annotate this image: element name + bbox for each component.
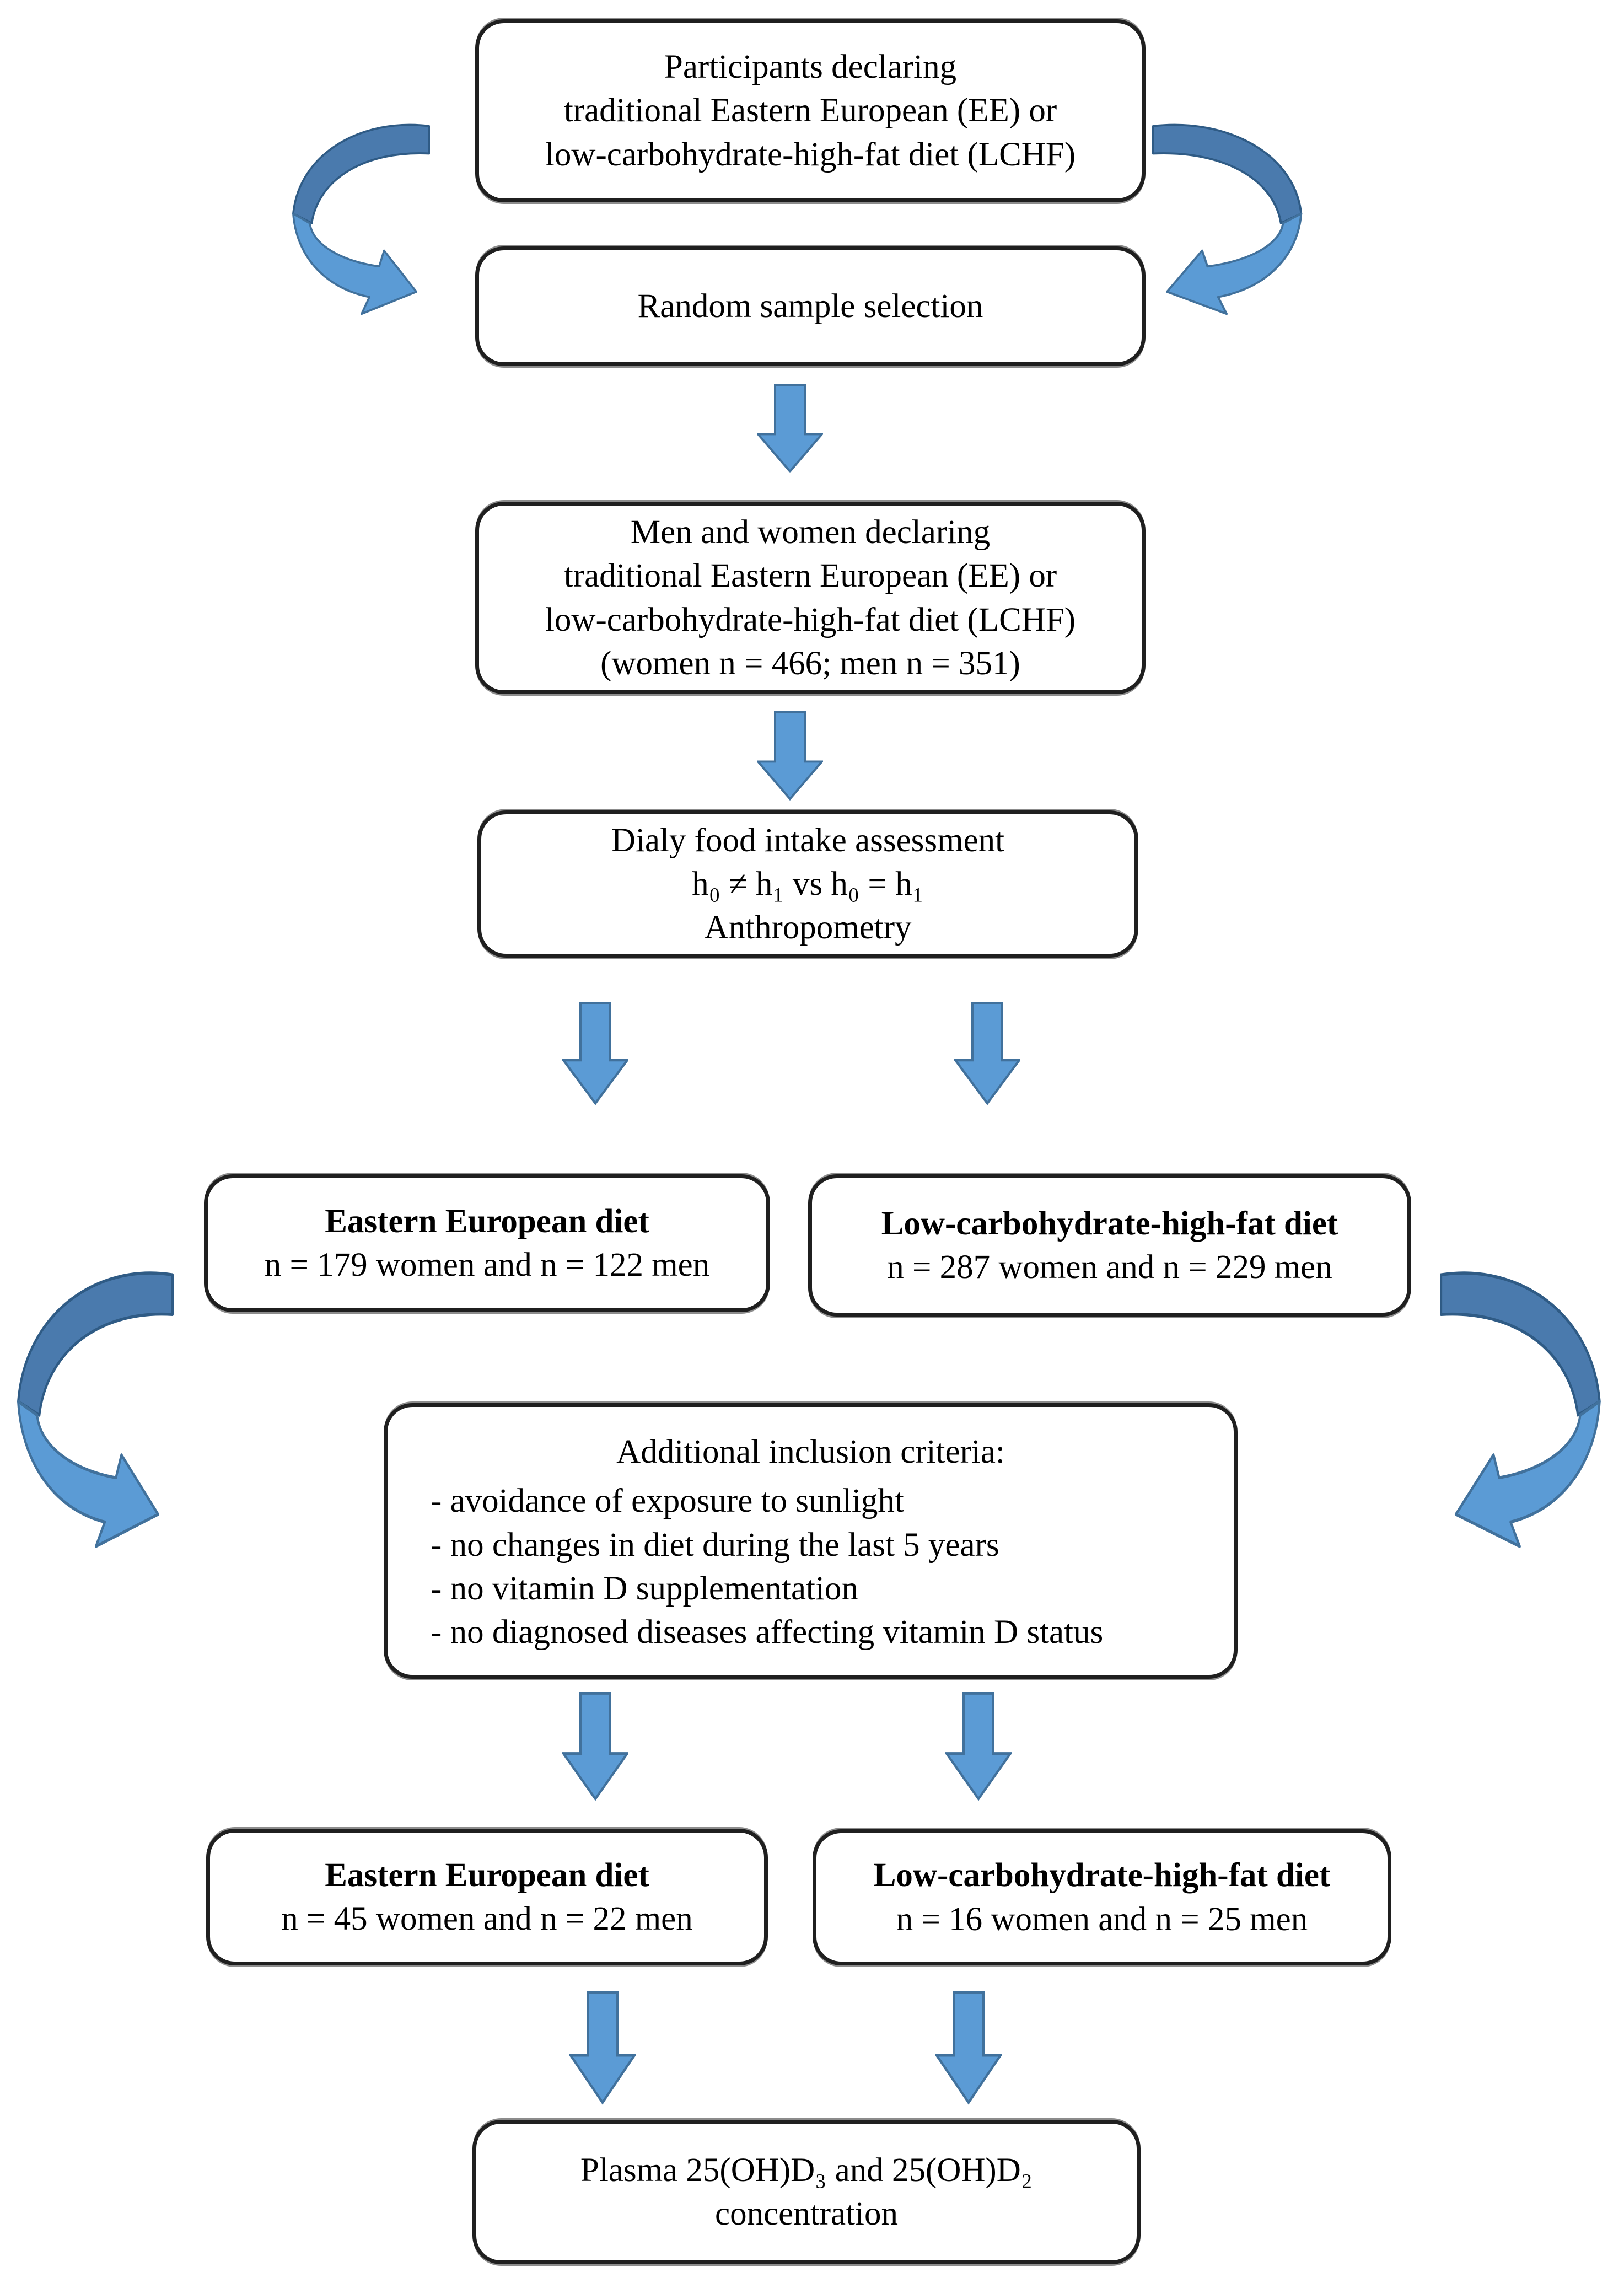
eastern-european-diet-box-1: Eastern European diet n = 179 women and … (204, 1174, 770, 1312)
curved-arrow-left-top-icon (288, 123, 430, 318)
plasma-concentration-box: Plasma 25(OH)D₃ and 25(OH)D₂ concentrati… (472, 2120, 1141, 2264)
random-sample-box: Random sample selection (475, 246, 1146, 366)
diet-box-title: Low-carbohydrate-high-fat diet (873, 1857, 1331, 1894)
diet-box-counts: n = 287 women and n = 229 men (887, 1249, 1332, 1286)
criteria-item: - no diagnosed diseases affecting vitami… (431, 1614, 1104, 1651)
declaring-line: traditional Eastern European (EE) or (563, 557, 1057, 595)
plasma-line: Plasma 25(OH)D₃ and 25(OH)D₂ (580, 2151, 1033, 2189)
curved-arrow-right-middle-icon (1440, 1270, 1605, 1553)
participants-line: traditional Eastern European (EE) or (563, 92, 1057, 130)
diet-box-title: Eastern European diet (325, 1856, 649, 1894)
down-arrow-icon (562, 1692, 628, 1802)
down-arrow-icon (757, 384, 823, 474)
criteria-list: - avoidance of exposure to sunlight - no… (404, 1479, 1217, 1654)
declaring-line: Men and women declaring (630, 513, 991, 551)
eastern-european-diet-box-2: Eastern European diet n = 45 women and n… (206, 1829, 768, 1965)
men-women-declaring-box: Men and women declaring traditional East… (475, 502, 1146, 694)
plasma-line: concentration (715, 2195, 898, 2232)
declaring-line: (women n = 466; men n = 351) (600, 644, 1020, 682)
down-arrow-icon (562, 1002, 628, 1106)
assessment-line: Anthropometry (704, 909, 912, 947)
participants-box: Participants declaring traditional Easte… (475, 19, 1146, 202)
down-arrow-icon (757, 711, 823, 802)
curved-arrow-right-top-icon (1152, 123, 1306, 318)
assessment-line: Dialy food intake assessment (611, 821, 1005, 859)
criteria-item: - avoidance of exposure to sunlight (431, 1482, 904, 1520)
inclusion-criteria-box: Additional inclusion criteria: - avoidan… (384, 1403, 1238, 1679)
diet-box-counts: n = 45 women and n = 22 men (281, 1900, 693, 1937)
diet-box-title: Low-carbohydrate-high-fat diet (881, 1205, 1338, 1242)
criteria-item: - no vitamin D supplementation (431, 1570, 858, 1607)
diet-box-counts: n = 179 women and n = 122 men (264, 1247, 710, 1283)
diet-box-title: Eastern European diet (325, 1202, 649, 1240)
assessment-hypothesis-line: h₀ ≠ h₁ vs h₀ = h₁ (692, 865, 924, 903)
declaring-line: low-carbohydrate-high-fat diet (LCHF) (545, 601, 1076, 638)
criteria-item: - no changes in diet during the last 5 y… (431, 1526, 999, 1564)
criteria-title: Additional inclusion criteria: (616, 1433, 1005, 1470)
food-intake-assessment-box: Dialy food intake assessment h₀ ≠ h₁ vs … (477, 810, 1138, 958)
down-arrow-icon (569, 1991, 636, 2106)
random-sample-label: Random sample selection (637, 287, 983, 325)
curved-arrow-left-middle-icon (13, 1270, 174, 1553)
participants-line: low-carbohydrate-high-fat diet (LCHF) (545, 136, 1076, 173)
lchf-diet-box-2: Low-carbohydrate-high-fat diet n = 16 wo… (813, 1829, 1391, 1965)
down-arrow-icon (935, 1991, 1002, 2106)
diet-box-counts: n = 16 women and n = 25 men (896, 1900, 1308, 1938)
participants-line: Participants declaring (664, 49, 957, 86)
down-arrow-icon (945, 1692, 1012, 1802)
lchf-diet-box-1: Low-carbohydrate-high-fat diet n = 287 w… (808, 1174, 1411, 1317)
down-arrow-icon (954, 1002, 1020, 1106)
